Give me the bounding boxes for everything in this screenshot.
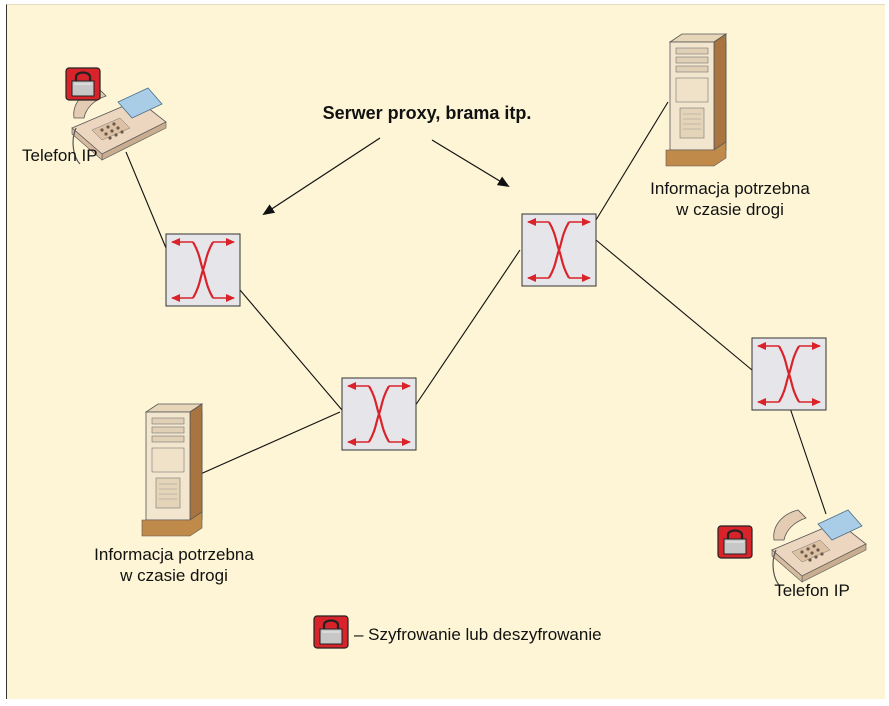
- server-label-line-1: Informacja potrzebna: [650, 179, 810, 198]
- server-top-right: [665, 33, 727, 167]
- switch-center: [342, 378, 416, 450]
- phone-bottom-right: [771, 509, 867, 587]
- server-label-top-right: Informacja potrzebna w czasie drogi: [610, 178, 850, 220]
- network-links: [125, 101, 827, 515]
- server-bottom-left: [141, 403, 203, 537]
- server-label-line-2: w czasie drogi: [120, 566, 228, 585]
- lock-icon-top-left: [64, 66, 102, 102]
- phone-label-right: Telefon IP: [774, 581, 850, 600]
- diagram-title: Serwer proxy, brama itp.: [322, 103, 532, 123]
- lock-icon: [312, 614, 350, 650]
- arrow-right: [431, 139, 510, 188]
- server-label-bottom-left: Informacja potrzebna w czasie drogi: [54, 544, 294, 586]
- arrow-left: [262, 137, 381, 216]
- server-label-line-1: Informacja potrzebna: [94, 545, 254, 564]
- server-label-line-2: w czasie drogi: [676, 200, 784, 219]
- switch-top-right: [522, 214, 596, 286]
- switch-right: [752, 338, 826, 410]
- legend-text: – Szyfrowanie lub deszyfrowanie: [354, 625, 602, 644]
- switch-top-left: [166, 234, 240, 306]
- lock-icon-bottom-right: [716, 524, 754, 560]
- phone-label-left: Telefon IP: [22, 146, 98, 165]
